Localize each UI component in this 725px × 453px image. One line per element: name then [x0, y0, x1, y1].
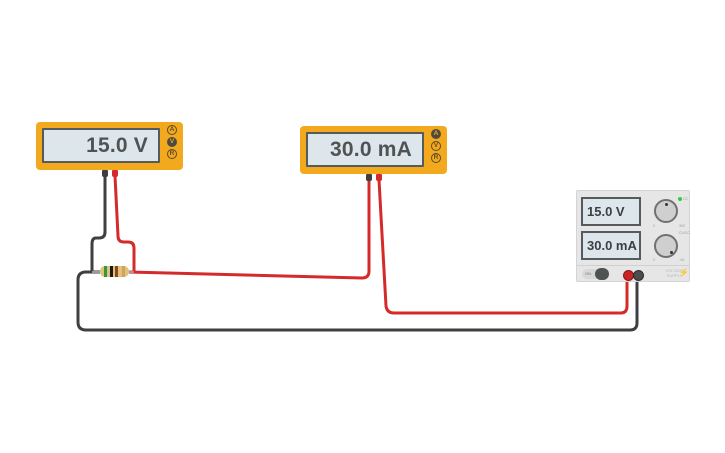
voltage-knob-indicator	[665, 203, 668, 206]
ammeter[interactable]: 30.0 mA A V R	[300, 126, 447, 181]
mode-voltmeter-button[interactable]: V	[167, 137, 177, 147]
wire-resistor-to-psu-black[interactable]	[76, 270, 639, 332]
power-supply[interactable]: 15.0 V 30.0 mA CC 0 30V CV/CC 0 1A ON VO…	[576, 190, 690, 282]
ammeter-red-probe[interactable]	[376, 174, 382, 181]
cvcc-label: CV/CC	[679, 231, 690, 235]
current-knob-min: 0	[653, 258, 655, 262]
resistor-band-1	[104, 266, 107, 277]
voltmeter-mode-selector: A V R	[167, 125, 179, 159]
psu-negative-terminal[interactable]	[633, 270, 644, 281]
current-knob-max: 1A	[680, 258, 685, 262]
psu-voltage-display: 15.0 V	[581, 197, 641, 226]
voltage-knob-min: 0	[653, 224, 655, 228]
power-switch-thumb	[595, 268, 609, 280]
resistor-band-2	[110, 266, 113, 277]
resistor[interactable]	[100, 266, 129, 277]
voltage-knob[interactable]	[654, 199, 678, 223]
mode-voltmeter-button[interactable]: V	[431, 141, 441, 151]
mode-ammeter-button[interactable]: A	[167, 125, 177, 135]
wire-ammeter-to-psu-red[interactable]	[377, 179, 629, 315]
voltage-knob-max: 30V	[679, 224, 686, 228]
cc-indicator-led	[678, 197, 682, 201]
ammeter-mode-selector: A V R	[431, 129, 443, 163]
wire-voltmeter-black[interactable]	[90, 176, 107, 274]
voltmeter-red-probe[interactable]	[112, 170, 118, 177]
voltmeter-black-probe[interactable]	[102, 170, 108, 177]
ammeter-black-probe[interactable]	[366, 174, 372, 181]
mode-ammeter-button[interactable]: A	[431, 129, 441, 139]
voltmeter-display: 15.0 V	[42, 128, 160, 163]
current-knob-indicator	[670, 251, 673, 254]
wire-resistor-to-ammeter[interactable]	[128, 180, 371, 280]
mode-ohmmeter-button[interactable]: R	[167, 149, 177, 159]
psu-current-display: 30.0 mA	[581, 231, 641, 260]
psu-current-reading: 30.0 mA	[587, 238, 637, 253]
resistor-band-3	[115, 266, 118, 277]
ammeter-reading: 30.0 mA	[330, 138, 412, 161]
resistor-band-tolerance	[122, 266, 125, 277]
mode-ohmmeter-button[interactable]: R	[431, 153, 441, 163]
voltmeter-reading: 15.0 V	[86, 134, 148, 157]
power-switch-label: ON	[585, 271, 591, 276]
psu-divider	[577, 265, 689, 266]
cc-label: CC	[683, 197, 689, 201]
lightning-bolt-icon: ⚡	[679, 268, 689, 277]
wire-voltmeter-red[interactable]	[113, 175, 136, 272]
voltmeter[interactable]: 15.0 V A V R	[36, 122, 183, 177]
power-switch[interactable]: ON	[582, 268, 609, 280]
current-knob[interactable]	[654, 234, 678, 258]
psu-brand-label: VOLTAGE SUPPLY	[665, 268, 684, 278]
psu-voltage-reading: 15.0 V	[587, 204, 625, 219]
ammeter-display: 30.0 mA	[306, 132, 424, 167]
